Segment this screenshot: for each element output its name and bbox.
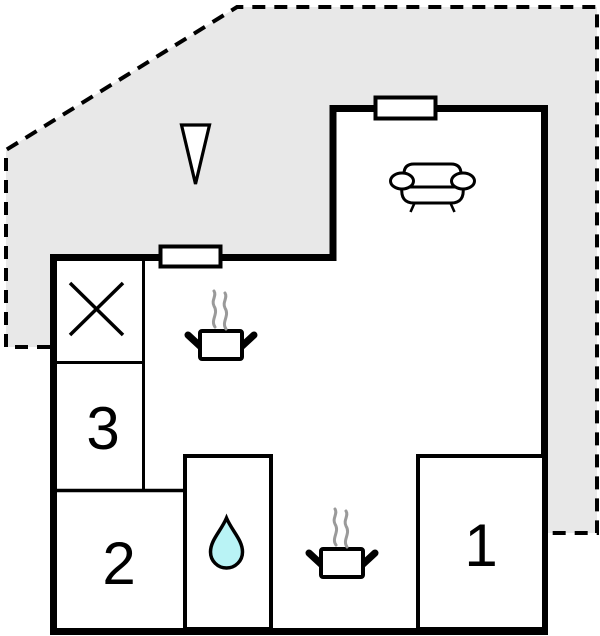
terrace-area	[6, 7, 597, 533]
crossed-square-icon	[68, 281, 125, 337]
room-3-label: 3	[86, 395, 119, 462]
room-1	[416, 454, 546, 631]
window	[373, 95, 438, 121]
room-1-label: 1	[464, 512, 497, 579]
water-drop-icon	[208, 513, 245, 570]
sofa-icon	[389, 162, 476, 213]
terrace-dashed-boundary	[4, 5, 599, 535]
triangle-marker-icon	[179, 123, 212, 185]
window	[158, 244, 223, 269]
room-2-label: 2	[102, 530, 135, 597]
